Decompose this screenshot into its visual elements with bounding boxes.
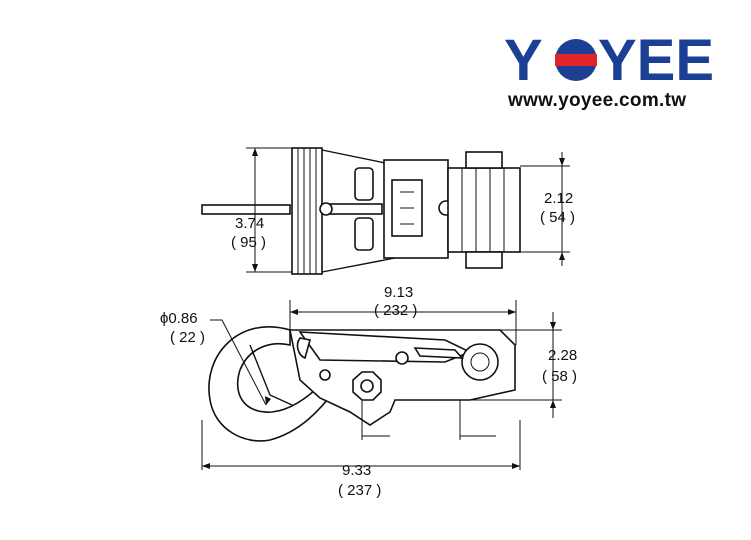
top-height-mm: ( 95 ) (231, 234, 266, 251)
side-height-mm: ( 58 ) (542, 368, 577, 385)
body-length-mm: ( 232 ) (374, 302, 417, 319)
top-width-in: 2.12 (544, 190, 573, 207)
hook-latch (249, 344, 293, 406)
left-pin-lower (354, 217, 374, 251)
side-height-in: 2.28 (548, 347, 577, 364)
top-height-in: 3.74 (235, 215, 264, 232)
overall-length-mm: ( 237 ) (338, 482, 381, 499)
body-length-in: 9.13 (384, 284, 413, 301)
hook-diameter-in: ϕ0.86 (160, 310, 198, 327)
left-pin-upper (354, 167, 374, 201)
handle-arms (321, 149, 396, 273)
axle-knob (319, 202, 333, 216)
brand-block: Y YEE www.yoyee.com.tw (500, 28, 740, 118)
logo-letter-y1: Y (504, 28, 543, 88)
yoyee-logo: Y YEE (504, 28, 714, 88)
top-width-mm: ( 54 ) (540, 209, 575, 226)
release-lever (413, 347, 464, 359)
overall-length-in: 9.33 (342, 462, 371, 479)
handle-rod (201, 204, 291, 215)
top-view (201, 147, 570, 275)
side-view (201, 300, 562, 470)
ratchet-gear (461, 343, 499, 381)
logo-letters-yee: YEE (598, 28, 714, 88)
pivot-pin (395, 351, 409, 365)
hook-diameter-mm: ( 22 ) (170, 329, 205, 346)
right-rollers (447, 151, 521, 269)
website-url[interactable]: www.yoyee.com.tw (508, 90, 687, 111)
logo-globe-icon (555, 39, 597, 81)
spool-plates (291, 147, 323, 275)
